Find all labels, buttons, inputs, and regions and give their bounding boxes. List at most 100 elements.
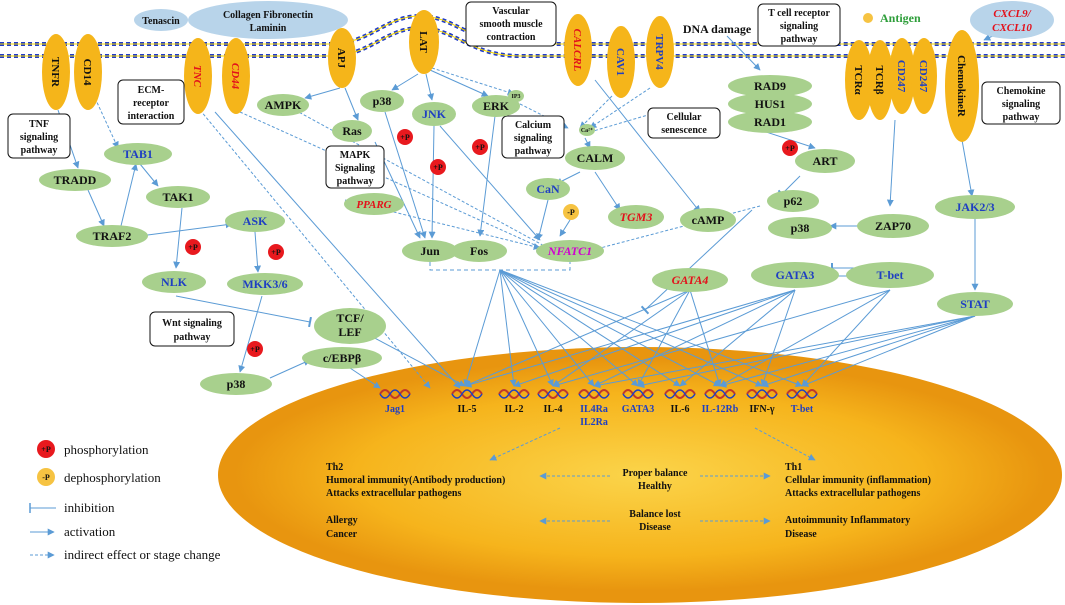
svg-text:TGM3: TGM3 xyxy=(620,210,653,224)
node-pparg: PPARG xyxy=(344,193,404,215)
node-p38-mid: p38 xyxy=(768,217,832,239)
svg-text:+P: +P xyxy=(41,445,51,454)
receptor-apj: APJ xyxy=(328,28,356,88)
legend: +P phosphorylation -P dephosphorylation … xyxy=(29,440,221,562)
svg-text:-P: -P xyxy=(567,208,575,217)
svg-text:TCRα: TCRα xyxy=(852,65,864,95)
node-gata3: GATA3 xyxy=(751,262,839,288)
pathway-boxes: Vascular smooth muscle contraction T cell … xyxy=(7,1,1061,347)
svg-text:Vascular: Vascular xyxy=(492,6,530,17)
legend-inhibition: inhibition xyxy=(29,500,115,515)
node-tcf-lef: TCF/LEF xyxy=(314,308,386,344)
svg-text:IFN-γ: IFN-γ xyxy=(749,404,775,415)
svg-text:HUS1: HUS1 xyxy=(755,97,786,111)
ligands: Tenascin Collagen Fibronectin Laminin An… xyxy=(134,1,1054,39)
svg-text:contraction: contraction xyxy=(487,32,536,43)
node-rad1: RAD1 xyxy=(728,111,812,133)
gene-il2: IL-2 xyxy=(498,389,530,415)
svg-text:Wnt signaling: Wnt signaling xyxy=(162,318,222,329)
svg-text:PPARG: PPARG xyxy=(356,199,391,211)
svg-text:NFATC1: NFATC1 xyxy=(547,244,592,258)
ecm-ligands-bubble xyxy=(188,1,348,39)
svg-text:signaling: signaling xyxy=(514,133,552,144)
node-tab1: TAB1 xyxy=(104,143,172,165)
svg-text:CALM: CALM xyxy=(577,151,614,165)
svg-text:RAD1: RAD1 xyxy=(754,115,786,129)
badge-dephospho-1: -P xyxy=(563,204,579,220)
gene-gata3: GATA3 xyxy=(622,389,654,415)
svg-text:TAB1: TAB1 xyxy=(123,147,153,161)
svg-text:pathway: pathway xyxy=(1003,112,1040,123)
node-p62: p62 xyxy=(767,190,819,212)
svg-text:JNK: JNK xyxy=(422,107,447,121)
svg-text:TRPV4: TRPV4 xyxy=(653,34,665,70)
tenascin-label: Tenascin xyxy=(142,16,180,27)
svg-text:interaction: interaction xyxy=(128,111,175,122)
svg-text:GATA3: GATA3 xyxy=(622,404,654,415)
badge-phospho-3: +P xyxy=(430,159,446,175)
node-ampk: AMPK xyxy=(257,94,309,116)
svg-text:IL-6: IL-6 xyxy=(671,404,690,415)
svg-text:T cell receptor: T cell receptor xyxy=(768,8,830,19)
svg-text:signaling: signaling xyxy=(780,21,818,32)
gene-jag1: Jag1 xyxy=(379,389,411,415)
node-p38-low: p38 xyxy=(200,373,272,395)
svg-text:Calcium: Calcium xyxy=(515,120,552,131)
svg-text:+P: +P xyxy=(433,163,443,172)
antigen-label: Antigen xyxy=(880,11,921,25)
badges: +P +P +P +P +P +P +P -P xyxy=(185,129,798,357)
svg-text:c/EBPβ: c/EBPβ xyxy=(323,351,361,365)
svg-text:+P: +P xyxy=(475,143,485,152)
node-erk: ERK xyxy=(472,95,520,117)
svg-text:IL4Ra: IL4Ra xyxy=(580,404,608,415)
node-mkk: MKK3/6 xyxy=(227,273,303,295)
gene-ifng: IFN-γ xyxy=(746,389,778,415)
svg-text:TAK1: TAK1 xyxy=(162,190,193,204)
badge-phospho-7: +P xyxy=(782,140,798,156)
svg-text:Signaling: Signaling xyxy=(335,163,375,174)
svg-text:ChemokineR: ChemokineR xyxy=(955,55,967,118)
svg-text:LAT: LAT xyxy=(417,31,429,53)
node-jnk: JNK xyxy=(412,102,456,126)
svg-text:ERK: ERK xyxy=(483,99,510,113)
tenascin-bubble xyxy=(134,9,188,31)
th2-line2: Attacks extracellular pathogens xyxy=(326,488,461,499)
node-stat: STAT xyxy=(937,292,1013,316)
svg-text:CD44: CD44 xyxy=(229,63,241,90)
node-tgm3: TGM3 xyxy=(608,205,664,229)
node-fos: Fos xyxy=(451,240,507,262)
svg-text:p38: p38 xyxy=(791,221,810,235)
svg-text:smooth muscle: smooth muscle xyxy=(479,19,543,30)
node-zap70: ZAP70 xyxy=(857,214,929,238)
legend-activation: activation xyxy=(30,524,116,539)
svg-text:Ca²⁺: Ca²⁺ xyxy=(581,127,593,134)
node-tak1: TAK1 xyxy=(146,186,210,208)
node-gata4: GATA4 xyxy=(652,268,728,292)
svg-text:CALCRL: CALCRL xyxy=(571,29,583,72)
svg-text:Jun: Jun xyxy=(420,244,440,258)
node-tbet: T-bet xyxy=(846,262,934,288)
th1-line2: Attacks extracellular pathogens xyxy=(785,488,920,499)
receptor-tcrb: TCRβ xyxy=(867,40,893,120)
svg-text:p38: p38 xyxy=(227,377,246,391)
receptor-cav1: CAV1 xyxy=(607,26,635,98)
gene-tbet: T-bet xyxy=(786,389,818,415)
svg-text:CaN: CaN xyxy=(536,182,560,196)
receptor-lat: LAT xyxy=(409,10,439,74)
receptor-chemokine: ChemokineR xyxy=(945,30,979,142)
svg-text:signaling: signaling xyxy=(1002,99,1040,110)
svg-text:senescence: senescence xyxy=(661,125,707,136)
svg-text:p62: p62 xyxy=(784,194,803,208)
left-line1: Allergy xyxy=(326,515,358,526)
svg-text:TRADD: TRADD xyxy=(54,173,97,187)
svg-text:pathway: pathway xyxy=(337,176,374,187)
svg-text:receptor: receptor xyxy=(133,98,169,109)
box-vsm: Vascular smooth muscle contraction xyxy=(465,1,557,47)
svg-text:MKK3/6: MKK3/6 xyxy=(242,277,287,291)
badge-phospho-2: +P xyxy=(472,139,488,155)
